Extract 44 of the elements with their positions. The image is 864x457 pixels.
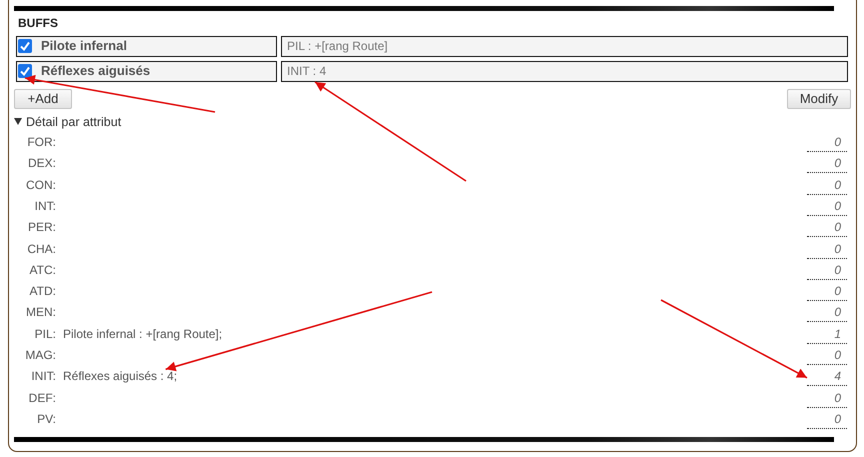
modifier-text: Réflexes aiguisés : 4;: [63, 369, 178, 384]
attribute-label: DEX:: [26, 156, 56, 170]
value-field: 0: [807, 242, 847, 258]
value-field: 0: [807, 390, 847, 408]
attribute-label: INT:: [34, 198, 56, 213]
arrow: [24, 74, 216, 113]
modify-button: Modify: [787, 89, 851, 109]
attribute-label: ATC:: [28, 262, 56, 277]
attribute-label: MEN:: [25, 305, 56, 320]
arrow: [314, 81, 466, 182]
section-toggle: Détail par attribut: [26, 115, 122, 129]
value-field: 4: [807, 369, 847, 386]
value-field: 0: [807, 135, 847, 152]
buff-name: Pilote infernal: [41, 39, 127, 53]
value-field: 0: [807, 348, 847, 365]
input-field: PIL : +[rang Route]: [281, 36, 848, 57]
checkbox: [18, 39, 32, 53]
attribute-label: PV:: [36, 412, 56, 426]
value-field: 0: [807, 284, 847, 302]
value-field: 0: [807, 156, 847, 174]
buff-name: Réflexes aiguisés: [41, 64, 150, 78]
checkbox: [18, 64, 32, 78]
arrow: [660, 299, 808, 378]
attribute-label: INIT:: [30, 369, 56, 384]
attribute-label: MAG:: [24, 348, 56, 362]
modifier-text: Pilote infernal : +[rang Route];: [63, 326, 222, 341]
input-field: INIT : 4: [281, 61, 848, 82]
value-field: 1: [807, 326, 847, 344]
attribute-label: DEF:: [28, 390, 56, 405]
value-field: 0: [807, 198, 847, 216]
attribute-label: ATD:: [28, 284, 56, 298]
value-field: 0: [807, 220, 847, 238]
value-field: 0: [807, 262, 847, 280]
add-button: +Add: [14, 89, 72, 109]
attribute-label: CON:: [25, 178, 56, 192]
section-title: BUFFS: [18, 16, 58, 30]
arrow: [165, 291, 432, 372]
attribute-label: CHA:: [26, 242, 56, 256]
attribute-label: FOR:: [26, 135, 56, 149]
attribute-label: PER:: [26, 220, 56, 234]
value-field: 0: [807, 178, 847, 195]
attribute-label: PIL:: [34, 326, 56, 341]
value-field: 0: [807, 305, 847, 322]
value-field: 0: [807, 412, 847, 429]
